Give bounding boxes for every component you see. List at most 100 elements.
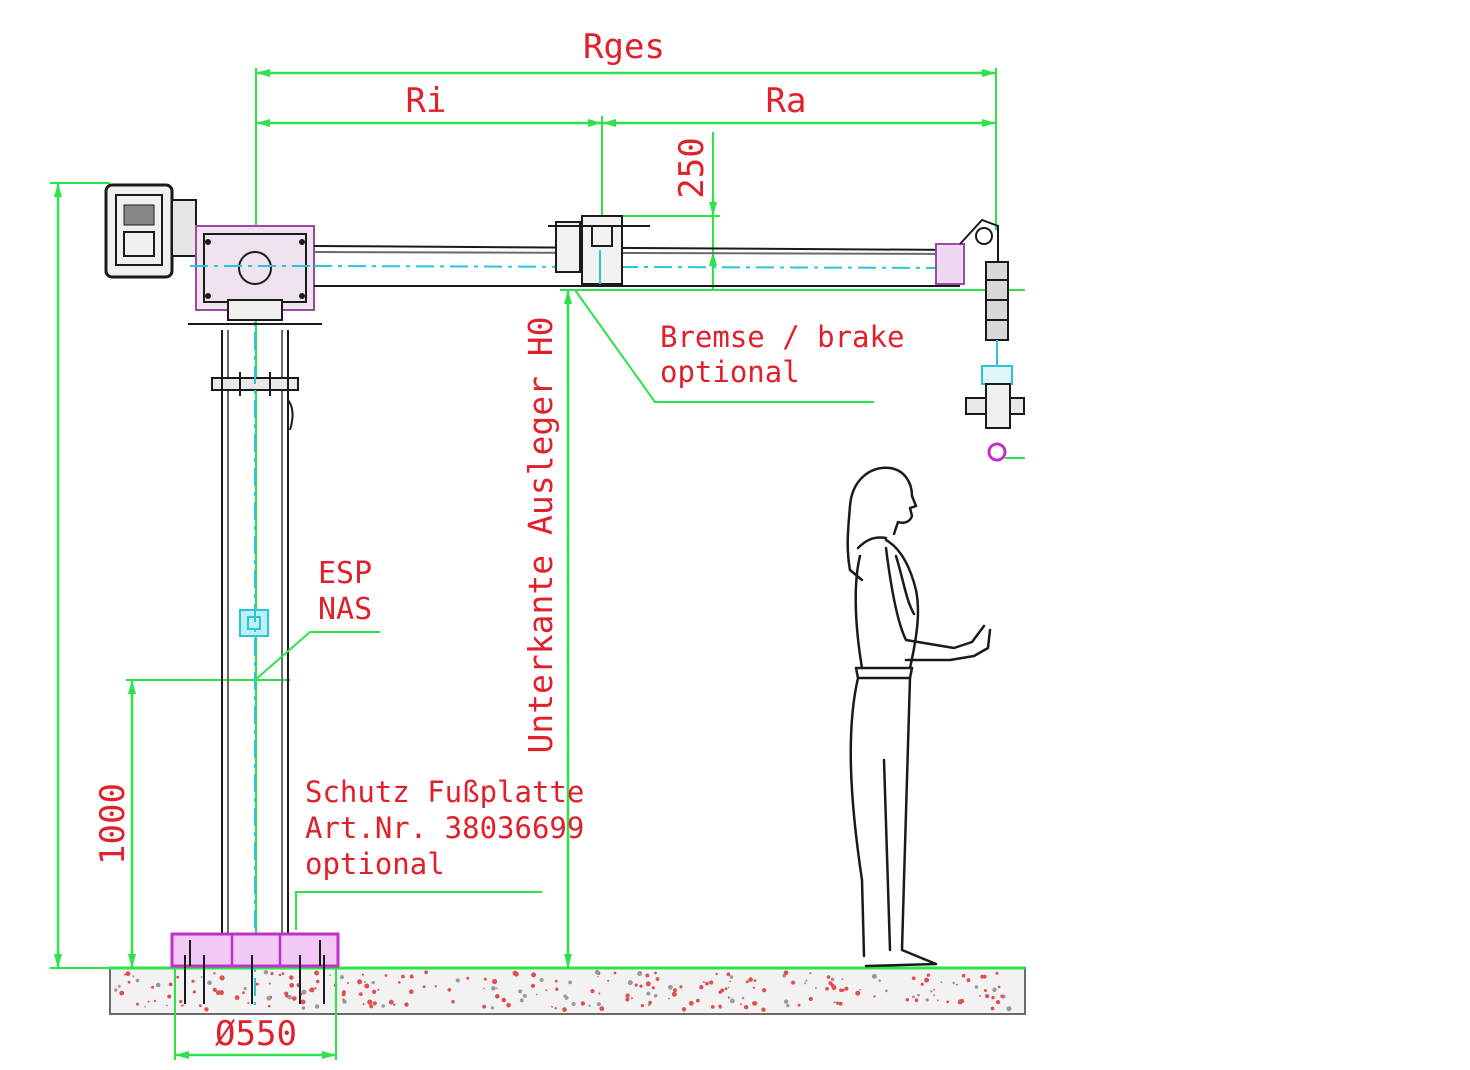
- speckle: [114, 988, 118, 992]
- speckle: [952, 981, 956, 985]
- speckle: [729, 975, 734, 979]
- label-diameter: Ø550: [215, 1014, 297, 1054]
- speckle: [242, 991, 245, 994]
- speckle: [718, 990, 722, 994]
- dimension-h0: Unterkante Ausleger H0: [521, 289, 1025, 968]
- speckle: [314, 970, 320, 976]
- label-boom-height: Unterkante Ausleger H0: [521, 316, 560, 753]
- speckle: [466, 976, 470, 980]
- speckle: [648, 1000, 652, 1005]
- speckle: [369, 1004, 374, 1009]
- concrete-floor: [108, 966, 1026, 1015]
- speckle: [483, 977, 487, 981]
- speckle: [841, 988, 845, 992]
- speckle: [653, 994, 658, 998]
- speckle: [398, 981, 401, 984]
- speckle: [270, 972, 274, 976]
- speckle: [447, 988, 452, 992]
- speckle: [483, 987, 485, 990]
- speckle: [181, 1004, 184, 1007]
- speckle: [702, 980, 705, 984]
- speckle: [191, 979, 195, 983]
- speckle: [381, 1004, 385, 1008]
- label-ra: Ra: [766, 81, 807, 121]
- speckle: [613, 971, 617, 975]
- dimension-250: 250: [620, 132, 720, 290]
- speckle: [762, 988, 767, 993]
- speckle: [213, 972, 216, 975]
- speckle: [212, 987, 217, 993]
- speckle: [292, 996, 297, 1001]
- speckle: [727, 986, 730, 989]
- speckle: [564, 996, 569, 1000]
- speckle: [741, 996, 745, 1000]
- speckle: [786, 1003, 790, 1008]
- speckle: [930, 990, 933, 993]
- speckle: [314, 1004, 320, 1009]
- speckle: [364, 983, 370, 989]
- speckle: [940, 981, 943, 984]
- speckle: [748, 977, 753, 982]
- schutz-callout: Schutz Fußplatte Art.Nr. 38036699 option…: [295, 775, 584, 930]
- speckle: [151, 985, 155, 989]
- speckle: [645, 973, 650, 978]
- speckle: [878, 979, 881, 982]
- speckle: [671, 991, 677, 997]
- speckle: [729, 980, 731, 983]
- speckle: [132, 975, 135, 978]
- speckle: [912, 995, 915, 999]
- speckle: [855, 990, 861, 996]
- speckle: [639, 984, 643, 988]
- speckle: [147, 1000, 150, 1003]
- speckle: [409, 974, 414, 979]
- speckle: [990, 1006, 995, 1011]
- speckle: [266, 995, 272, 1001]
- speckle: [995, 1000, 1001, 1005]
- speckle: [125, 971, 131, 977]
- label-rges: Rges: [583, 27, 665, 67]
- speckle: [826, 975, 831, 979]
- speckle: [357, 979, 363, 985]
- speckle: [696, 998, 700, 1003]
- speckle: [490, 1006, 495, 1010]
- speckle: [495, 994, 500, 999]
- speckle: [1006, 1006, 1012, 1012]
- speckle: [873, 995, 876, 998]
- speckle: [367, 999, 373, 1005]
- label-nas: NAS: [318, 592, 372, 627]
- speckle: [808, 996, 813, 1002]
- speckle: [401, 974, 405, 979]
- label-1000: 1000: [93, 783, 133, 865]
- speckle: [836, 1001, 840, 1005]
- speckle: [124, 973, 126, 976]
- speckle: [267, 1004, 271, 1008]
- slew-head: [188, 225, 330, 325]
- speckle: [176, 975, 180, 979]
- speckle: [726, 972, 731, 977]
- speckle: [957, 999, 963, 1005]
- label-brake-2: optional: [660, 355, 800, 389]
- speckle: [724, 987, 728, 991]
- speckle: [522, 993, 527, 998]
- speckle: [200, 976, 203, 978]
- speckle: [554, 979, 558, 983]
- speckle: [255, 982, 259, 986]
- speckle: [783, 970, 789, 976]
- speckle: [243, 986, 247, 991]
- speckle: [278, 973, 282, 977]
- speckle: [640, 1004, 645, 1008]
- speckle: [358, 992, 363, 996]
- speckle: [153, 999, 157, 1003]
- label-schutz-2: Art.Nr. 38036699: [305, 811, 584, 845]
- speckle: [384, 974, 388, 977]
- speckle: [745, 980, 749, 984]
- speckle: [119, 990, 125, 996]
- speckle: [424, 970, 428, 975]
- speckle: [594, 969, 600, 975]
- speckle: [530, 983, 536, 989]
- speckle: [980, 974, 985, 979]
- speckle: [372, 989, 377, 995]
- speckle: [743, 1005, 749, 1010]
- speckle: [590, 989, 595, 994]
